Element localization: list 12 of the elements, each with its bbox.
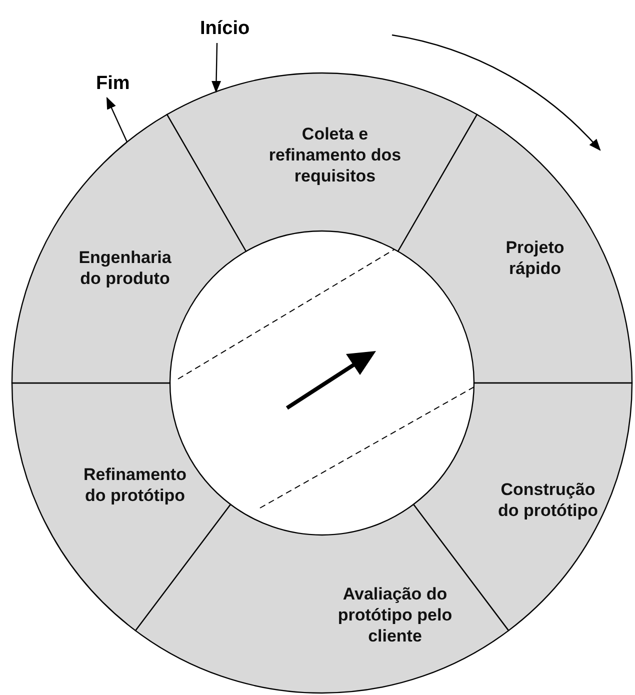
stage-label: Refinamento do protótipo [82,464,188,506]
stage-label: Coleta e refinamento dos requisitos [268,124,402,186]
stage-label: Construção do protótipo [496,479,600,521]
arrow [106,96,128,142]
arrow [211,42,222,93]
stage-label: Avaliação do protótipo pelo cliente [336,584,454,646]
ring-segment [11,113,248,384]
stage-label: Engenharia do produto [78,247,172,289]
ring-segment [11,381,232,632]
text-label: Fim [96,73,130,95]
text-label: Início [200,18,250,40]
stage-label: Projeto rápido [504,237,566,279]
